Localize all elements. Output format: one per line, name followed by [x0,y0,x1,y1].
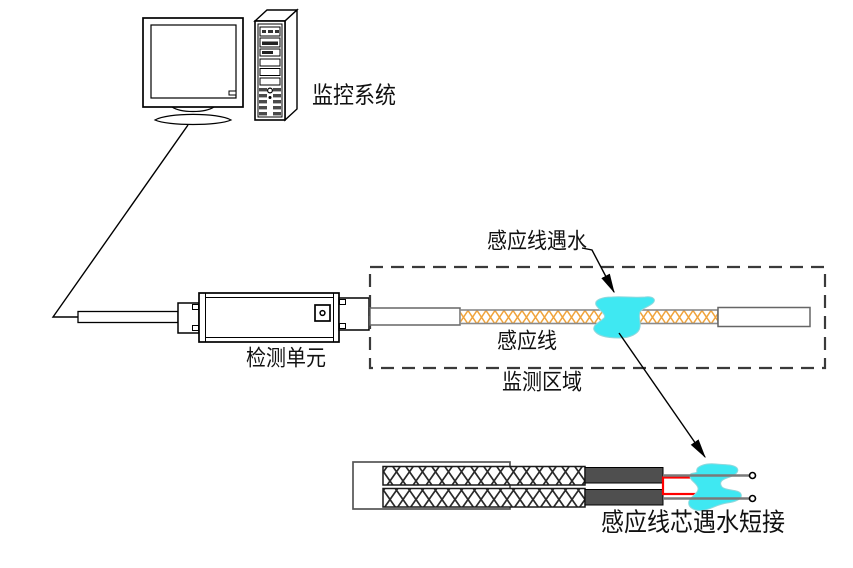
braided-core-bottom [382,487,586,508]
computer-to-unit-line [51,124,189,318]
cable-lead-section [369,307,461,326]
cable-end-termination [717,306,811,328]
braided-core-top [382,465,586,486]
sensing-line-water-label: 感应线遇水 [487,230,587,255]
wire-sleeve-bottom [584,489,664,506]
monitor-stand [171,106,215,113]
monitor-base [153,113,233,126]
short-circuit-label: 感应线芯遇水短接 [601,509,785,537]
cable-cross-section [352,461,757,511]
detection-unit [77,292,370,343]
core-tip-bottom [748,494,757,503]
tower-reset-button-icon [268,96,272,99]
wire-sleeve-top [584,467,664,484]
water-drop-icon [593,296,655,339]
computer-tower [253,8,299,122]
monitor-power-button-icon [228,90,237,96]
core-tip-top [748,471,757,480]
tower-power-button-icon [267,87,274,94]
detail-callout-arrow [618,332,706,459]
monitoring-system-label: 监控系统 [312,81,396,109]
tower-vent-grilles [259,88,281,116]
cable-braided-section [459,309,719,325]
detection-unit-label: 检测单元 [246,347,326,372]
unit-left-lead [77,310,179,324]
tower-drive-bays [259,26,281,86]
sensing-line-label: 感应线 [497,330,557,355]
computer-monitor [142,17,244,126]
sensing-cable [369,306,811,328]
water-label-arrow [581,247,615,294]
monitoring-area-label: 监测区域 [502,371,582,396]
